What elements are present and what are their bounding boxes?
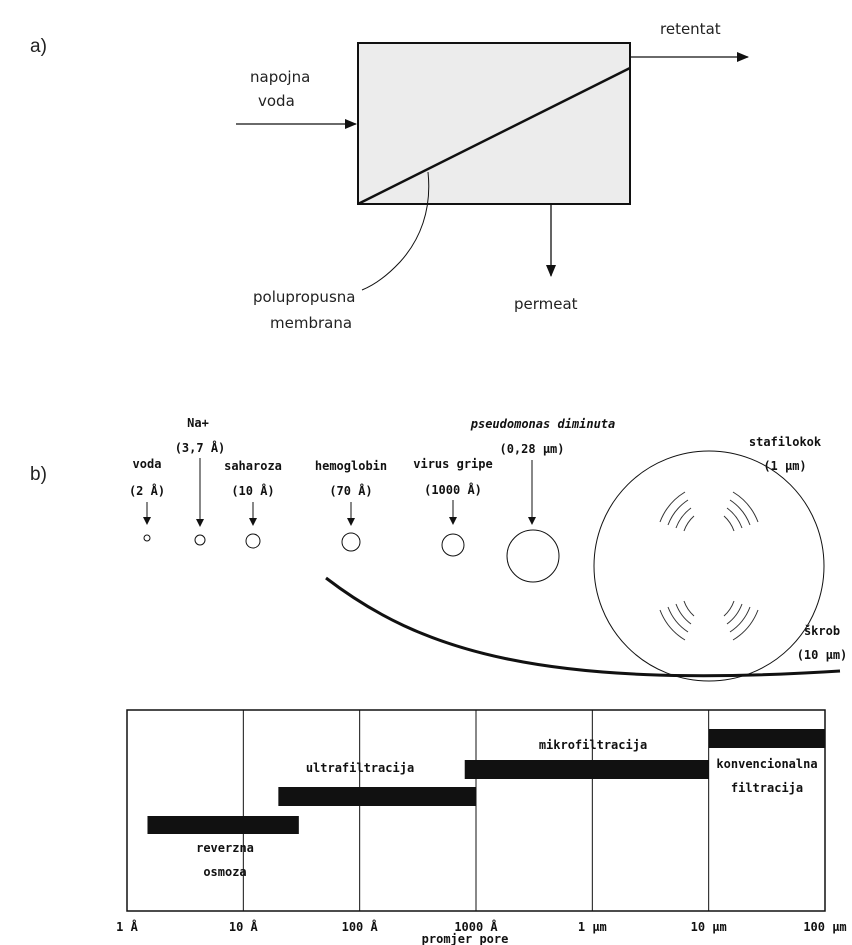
particle-circle-na <box>194 534 206 546</box>
process-label: mikrofiltracija <box>539 738 647 752</box>
particle-size-hemoglobin: (70 Å) <box>329 483 372 498</box>
particle-name-voda: voda <box>133 457 162 471</box>
tick-label: 10 μm <box>691 920 727 934</box>
particle-circle-voda <box>143 534 151 542</box>
particle-size-virus-gripe: (1000 Å) <box>424 482 482 497</box>
retentate-label: retentat <box>660 20 721 38</box>
tick-label: 100 μm <box>803 920 846 934</box>
particle-name-hemoglobin: hemoglobin <box>315 459 387 473</box>
process-bar <box>147 816 299 834</box>
pore-size-chart: reverzna osmoza ultrafiltracija mikrofiltra… <box>116 709 847 945</box>
panel-b-label: b) <box>30 464 47 485</box>
tick-label: 1 μm <box>578 920 607 934</box>
process-bars <box>147 729 825 834</box>
particle-name-skrob: škrob <box>804 624 840 638</box>
panel-a-label: a) <box>30 36 47 57</box>
particle-circle-pseudomonas <box>506 529 560 583</box>
panel-b: b) voda (2 Å) Na+ (3,7 Å) saharoza (10 Å… <box>30 416 848 682</box>
process-label: osmoza <box>203 865 246 879</box>
particle-size-saharoza: (10 Å) <box>231 483 274 498</box>
particle-name-stafilokok: stafilokok <box>749 435 822 449</box>
particle-arc-skrob <box>325 576 841 678</box>
process-bar <box>464 760 709 779</box>
particle-name-virus-gripe: virus gripe <box>413 457 492 471</box>
tick-labels: 1 Å 10 Å 100 Å 1000 Å 1 μm 10 μm 100 μm <box>116 919 847 934</box>
membrane-line <box>357 66 631 206</box>
particle-name-saharoza: saharoza <box>224 459 282 473</box>
feed-label-line1: napojna <box>250 68 310 86</box>
feed-label-line2: voda <box>258 92 295 110</box>
particle-circle-hemoglobin <box>341 532 361 552</box>
particle-circle-saharoza <box>245 533 261 549</box>
process-label: ultrafiltracija <box>306 761 414 775</box>
tick-label: 100 Å <box>342 919 379 934</box>
panel-a: a) napojna voda retentat permeat polupro… <box>30 20 749 332</box>
permeate-label: permeat <box>514 295 578 313</box>
process-label: konvencionalna <box>716 757 817 771</box>
x-axis-label: promjer pore <box>422 932 509 945</box>
particle-name-na: Na+ <box>187 416 209 430</box>
process-bar <box>278 787 476 806</box>
particle-size-voda: (2 Å) <box>129 483 165 498</box>
particle-name-pseudomonas: pseudomonas diminuta <box>470 417 616 431</box>
particle-size-skrob: (10 μm) <box>797 648 848 662</box>
process-label: reverzna <box>196 841 254 855</box>
tick-label: 10 Å <box>229 919 259 934</box>
membrane-module-box <box>357 42 631 205</box>
membrane-label-line1: polupropusna <box>253 288 355 306</box>
membrane-leader-line <box>361 171 430 291</box>
tick-label: 1000 Å <box>454 919 498 934</box>
process-bar <box>708 729 825 748</box>
particle-size-stafilokok: (1 μm) <box>763 459 806 473</box>
process-labels: reverzna osmoza ultrafiltracija mikrofiltra… <box>196 738 817 879</box>
particle-circle-stafilokok <box>593 450 825 682</box>
particle-size-pseudomonas: (0,28 μm) <box>499 442 564 456</box>
stafilokok-texture <box>659 491 759 641</box>
tick-label: 1 Å <box>116 919 138 934</box>
particle-size-na: (3,7 Å) <box>175 440 226 455</box>
particle-circle-virus-gripe <box>441 533 465 557</box>
process-label: filtracija <box>731 781 803 795</box>
membrane-label-line2: membrana <box>270 314 352 332</box>
